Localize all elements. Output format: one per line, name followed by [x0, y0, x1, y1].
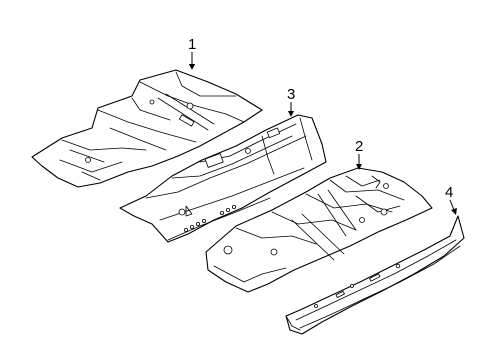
callout-3-label: 3	[287, 86, 295, 103]
callout-4: 4	[445, 184, 457, 215]
callout-4-label: 4	[445, 184, 453, 201]
callout-1-label: 1	[188, 36, 196, 53]
callout-2-arrowhead	[356, 164, 362, 170]
callout-1: 1	[188, 36, 196, 70]
callout-2: 2	[355, 138, 363, 170]
part-4-side-sill	[285, 215, 465, 335]
callout-2-label: 2	[355, 138, 363, 155]
part-1-front-floor-pan	[31, 69, 263, 188]
callout-3-arrowhead	[288, 111, 294, 117]
callout-3: 3	[287, 86, 295, 117]
part-3-floor-tunnel	[119, 114, 327, 243]
callout-4-arrowhead	[451, 208, 457, 215]
callout-4-leader	[449, 199, 455, 211]
part-2-rear-floor-pan	[205, 167, 433, 293]
callout-1-arrowhead	[189, 64, 195, 70]
